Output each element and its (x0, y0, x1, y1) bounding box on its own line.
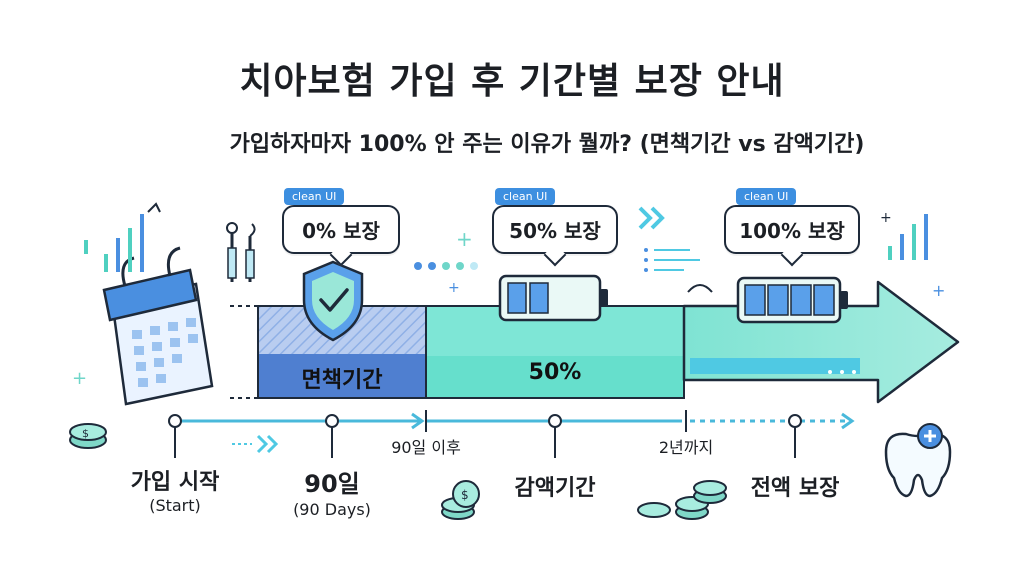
svg-text:+: + (932, 281, 945, 300)
battery-full-icon (736, 276, 848, 324)
svg-text:+: + (456, 227, 473, 251)
decoration-dots-icon: + + + + (72, 227, 945, 389)
coin-stack-icon (637, 480, 727, 520)
clean-ui-tag: clean UI (284, 188, 345, 205)
reduced-percent-label: 50% (528, 360, 582, 385)
clean-ui-tag: clean UI (736, 188, 797, 205)
full-coverage-label: 전액 보장 (750, 476, 840, 501)
svg-text:$: $ (82, 427, 89, 440)
start-label: 가입 시작 (130, 470, 220, 495)
svg-text:$: $ (461, 488, 469, 502)
bar-chart-decoration-icon (84, 202, 161, 272)
reduced-segment (425, 305, 685, 399)
calendar-icon (102, 246, 214, 406)
right-bar-chart-icon: + (880, 210, 928, 260)
two-years-label: 2년까지 (658, 438, 714, 457)
exemption-period-label: 면책기간 (301, 368, 383, 393)
timeline (168, 410, 855, 458)
reduced-period-label: 감액기간 (514, 476, 596, 501)
coverage-50-bubble: 50% 보장 (492, 205, 618, 254)
battery-half-icon (498, 274, 608, 322)
lines-decoration-icon (644, 248, 713, 293)
coin-stack-icon: $ (69, 423, 107, 449)
svg-text:+: + (880, 210, 892, 226)
page-title: 치아보험 가입 후 기간별 보장 안내 (239, 61, 785, 102)
chevrons-icon (232, 206, 665, 454)
shield-check-icon (302, 260, 364, 342)
svg-text:+: + (448, 280, 460, 296)
after-90-days-label: 90일 이후 (391, 438, 461, 457)
clean-ui-tag: clean UI (495, 188, 556, 205)
day90-sub-label: (90 Days) (293, 500, 371, 519)
svg-text:+: + (72, 368, 87, 389)
tooth-plus-icon (884, 423, 952, 498)
day90-label: 90일 (304, 470, 360, 498)
coverage-100-bubble: 100% 보장 (724, 205, 860, 254)
dental-tools-icon (226, 222, 256, 282)
page-subtitle: 가입하자마자 100% 안 주는 이유가 뭘까? (면책기간 vs 감액기간) (229, 132, 865, 157)
start-sub-label: (Start) (149, 496, 201, 515)
coverage-0-bubble: 0% 보장 (282, 205, 400, 254)
coin-stack-icon: $ (441, 480, 480, 520)
